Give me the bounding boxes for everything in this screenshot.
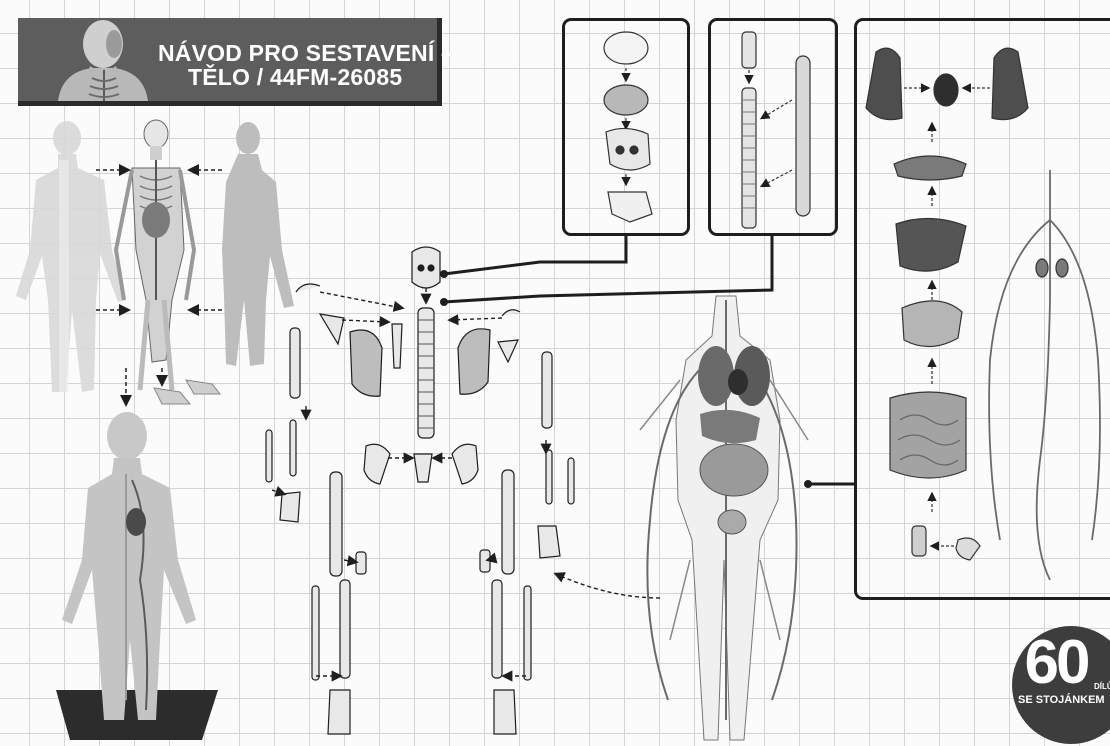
- ribcage-left: [350, 330, 382, 396]
- body-shell-left: [16, 121, 126, 392]
- stand-caption: SE STOJÁNKEM: [1018, 694, 1105, 706]
- ribcage-right: [458, 329, 490, 394]
- spine-part: [418, 308, 434, 438]
- organs-detail-panel: [854, 18, 1110, 600]
- skull-detail-panel: [562, 18, 690, 236]
- body-layers-group: [16, 120, 294, 404]
- parts-unit: DÍLŮ: [1094, 682, 1110, 691]
- spine-detail-panel: [708, 18, 838, 236]
- body-skeleton-middle: [116, 120, 194, 390]
- body-shell-right: [222, 122, 294, 366]
- skeleton-exploded: [266, 247, 574, 734]
- circulatory-torso: [640, 296, 808, 740]
- skull-part: [412, 247, 440, 288]
- parts-count: 60: [1016, 630, 1096, 696]
- callout-lines: [444, 236, 854, 484]
- assembled-figure: [56, 412, 218, 740]
